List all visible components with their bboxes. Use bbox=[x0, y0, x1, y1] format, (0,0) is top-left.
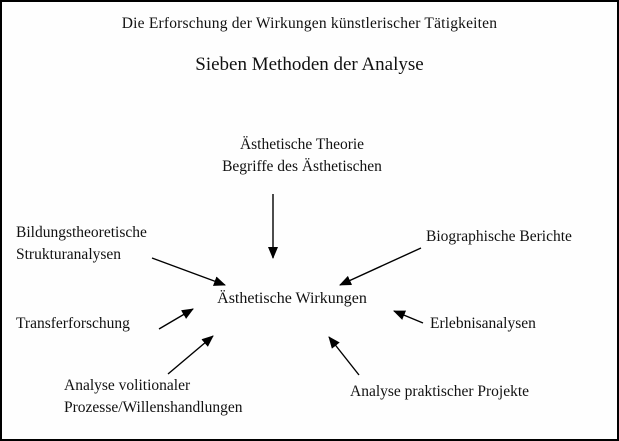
node-structural-analysis-line2: Strukturanalysen bbox=[16, 246, 122, 263]
node-structural-analysis-line1: Bildungstheoretische bbox=[16, 224, 147, 241]
page-subtitle: Sieben Methoden der Analyse bbox=[195, 54, 424, 75]
node-transfer-research-line1: Transferforschung bbox=[16, 315, 130, 332]
node-practical-projects-line1: Analyse praktischer Projekte bbox=[350, 383, 530, 400]
node-practical-projects: Analyse praktischer Projekte bbox=[350, 381, 529, 403]
arrow-structural-to-center bbox=[151, 257, 226, 286]
node-volitional-analysis-line1: Analyse volitionaler bbox=[64, 377, 191, 394]
node-biographical-reports-line1: Biographische Berichte bbox=[426, 228, 572, 245]
node-aesthetic-effects-center: Ästhetische Wirkungen bbox=[172, 288, 412, 310]
node-experience-analysis: Erlebnisanalysen bbox=[430, 313, 536, 335]
arrow-volitional-to-center bbox=[167, 335, 214, 375]
node-volitional-analysis: Analyse volitionaler Prozesse/Willenshan… bbox=[64, 375, 242, 419]
node-aesthetic-theory-line1: Ästhetische Theorie bbox=[239, 136, 365, 153]
node-biographical-reports: Biographische Berichte bbox=[426, 226, 572, 248]
node-volitional-analysis-line2: Prozesse/Willenshandlungen bbox=[64, 399, 243, 416]
arrow-practical-to-center bbox=[328, 336, 360, 376]
node-aesthetic-theory-line2: Begriffe des Ästhetischen bbox=[222, 158, 382, 175]
center-node-label: Ästhetische Wirkungen bbox=[217, 290, 367, 307]
arrow-experience-to-center bbox=[393, 310, 424, 324]
node-experience-analysis-line1: Erlebnisanalysen bbox=[430, 315, 536, 332]
node-aesthetic-theory: Ästhetische Theorie Begriffe des Ästheti… bbox=[162, 134, 442, 178]
node-structural-analysis: Bildungstheoretische Strukturanalysen bbox=[16, 222, 147, 266]
arrow-transfer-to-center bbox=[158, 308, 194, 330]
page-title: Die Erforschung der Wirkungen künstleris… bbox=[121, 15, 498, 32]
arrow-biographical-to-center bbox=[339, 247, 422, 286]
node-transfer-research: Transferforschung bbox=[16, 313, 130, 335]
